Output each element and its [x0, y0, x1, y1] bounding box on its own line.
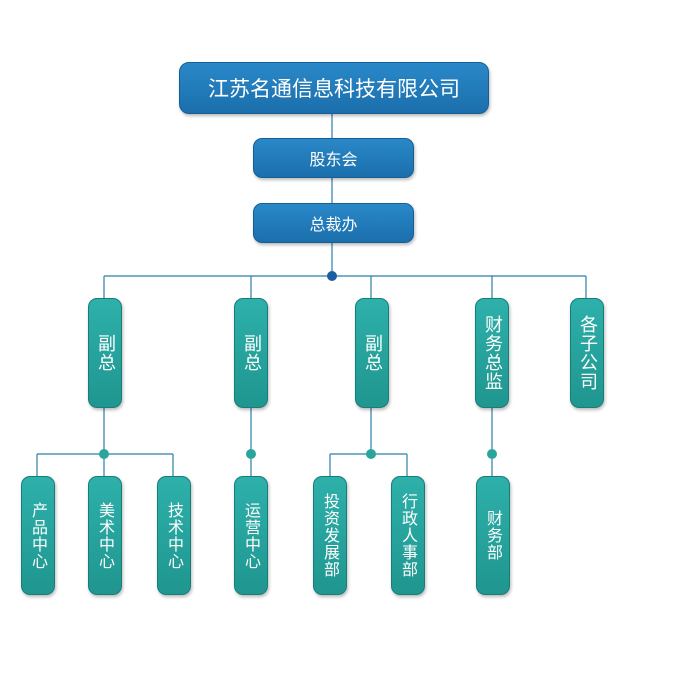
junction-dot-vp1	[99, 449, 109, 459]
node-art-center: 美术中心	[88, 476, 122, 595]
junction-dot-vp2	[246, 449, 256, 459]
node-cfo-label: 财务总监	[482, 315, 503, 391]
node-vp-3-label: 副总	[362, 334, 383, 372]
node-vp-1-label: 副总	[95, 334, 116, 372]
node-company-label: 江苏名通信息科技有限公司	[208, 77, 460, 101]
node-vp-1: 副总	[88, 298, 122, 408]
junction-dot-main	[327, 271, 337, 281]
node-shareholders-label: 股东会	[309, 150, 358, 169]
node-hr-dept: 行政人事部	[391, 476, 425, 595]
node-subsidiaries: 各子公司	[570, 298, 604, 408]
node-vp-2: 副总	[234, 298, 268, 408]
node-shareholders: 股东会	[253, 138, 414, 178]
node-president-office: 总裁办	[253, 203, 414, 243]
node-product-center: 产品中心	[21, 476, 55, 595]
node-president-office-label: 总裁办	[309, 215, 358, 234]
junction-dot-cfo	[487, 449, 497, 459]
node-ops-center: 运营中心	[234, 476, 268, 595]
node-finance-dept: 财务部	[476, 476, 510, 595]
node-vp-3: 副总	[355, 298, 389, 408]
node-tech-center-label: 技术中心	[165, 501, 184, 570]
node-tech-center: 技术中心	[157, 476, 191, 595]
node-hr-dept-label: 行政人事部	[399, 493, 418, 578]
node-art-center-label: 美术中心	[96, 501, 115, 570]
node-invest-dept-label: 投资发展部	[321, 493, 340, 578]
node-ops-center-label: 运营中心	[242, 501, 261, 570]
node-company: 江苏名通信息科技有限公司	[179, 62, 489, 114]
node-vp-2-label: 副总	[241, 334, 262, 372]
node-subsidiaries-label: 各子公司	[577, 315, 598, 391]
node-product-center-label: 产品中心	[29, 501, 48, 570]
node-cfo: 财务总监	[475, 298, 509, 408]
node-invest-dept: 投资发展部	[313, 476, 347, 595]
junction-dot-vp3	[366, 449, 376, 459]
node-finance-dept-label: 财务部	[484, 510, 503, 561]
